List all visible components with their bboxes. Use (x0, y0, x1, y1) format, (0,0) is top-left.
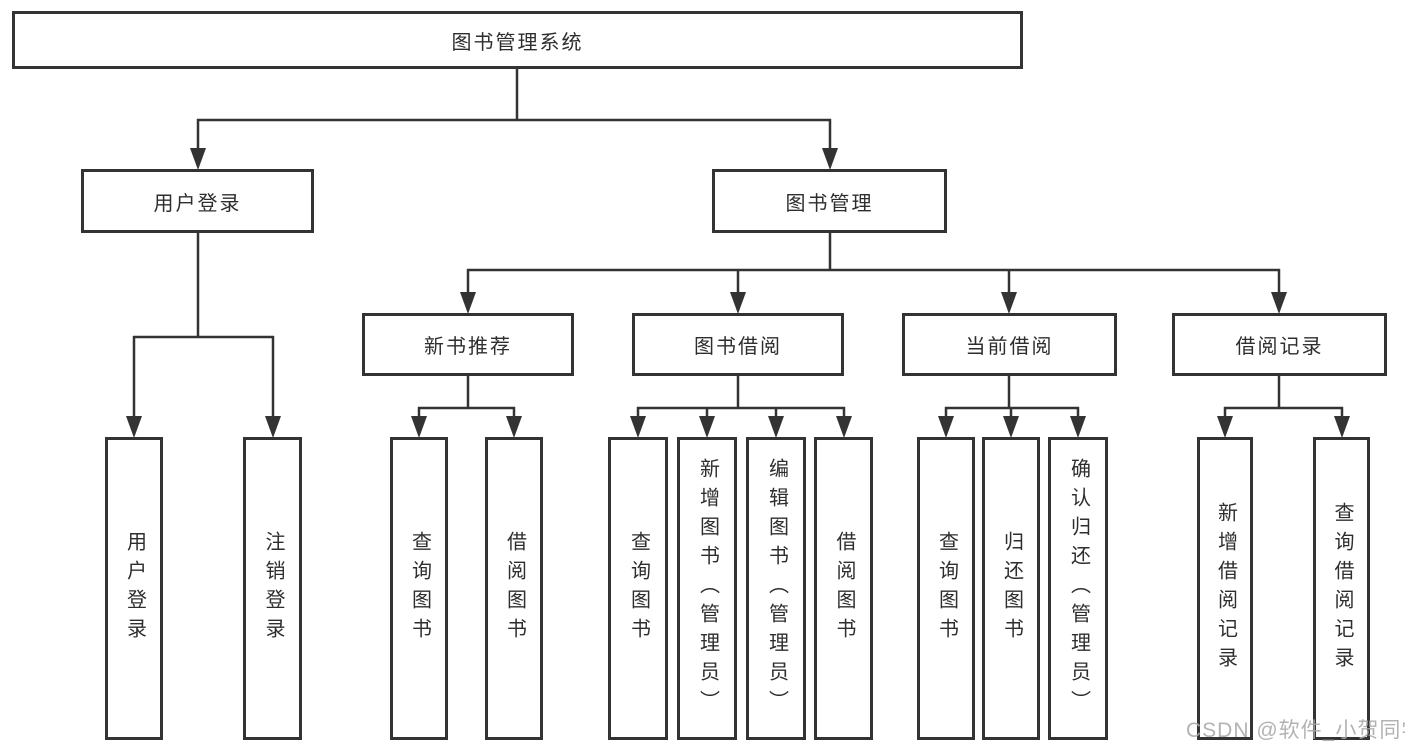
node-module-new-book-rec: 新书推荐 (362, 313, 574, 376)
node-branch-user-login-label: 用户登录 (153, 192, 242, 215)
node-leaf-borrow-query-books: 查询图书 (608, 437, 668, 740)
node-module-borrow-record: 借阅记录 (1172, 313, 1387, 376)
node-leaf-current-query-books-label: 查询图书 (935, 530, 958, 647)
node-leaf-return-books-label: 归还图书 (1000, 530, 1023, 647)
node-leaf-add-book-admin: 新增图书（管理员） (677, 437, 737, 740)
node-leaf-user-login: 用户登录 (105, 437, 163, 740)
node-root-label: 图书管理系统 (451, 31, 584, 54)
node-leaf-add-book-admin-label: 新增图书（管理员） (696, 458, 719, 719)
node-leaf-logout-label: 注销登录 (262, 530, 284, 647)
node-module-borrow-record-label: 借阅记录 (1235, 336, 1324, 358)
node-module-new-book-rec-label: 新书推荐 (424, 336, 512, 358)
node-leaf-rec-borrow-books-label: 借阅图书 (503, 530, 526, 647)
node-module-current-borrow-label: 当前借阅 (965, 336, 1054, 358)
connector-root-to-branches (190, 69, 838, 170)
node-leaf-edit-book-admin: 编辑图书（管理员） (746, 437, 806, 740)
node-leaf-logout: 注销登录 (243, 437, 302, 740)
node-leaf-add-borrow-record: 新增借阅记录 (1197, 437, 1253, 740)
node-module-book-borrow: 图书借阅 (632, 313, 844, 376)
node-leaf-current-query-books: 查询图书 (917, 437, 975, 740)
node-branch-book-mgmt-label: 图书管理 (785, 192, 874, 215)
csdn-watermark: CSDN @软件_小贺同学 (1186, 719, 1405, 742)
node-branch-book-mgmt: 图书管理 (712, 169, 947, 233)
connector-user-login-to-leaves (126, 233, 281, 438)
node-leaf-edit-book-admin-label: 编辑图书（管理员） (765, 458, 788, 719)
connector-borrow-record-to-leaves (1217, 376, 1350, 438)
node-root: 图书管理系统 (12, 11, 1023, 69)
node-leaf-add-borrow-record-label: 新增借阅记录 (1214, 501, 1237, 676)
node-leaf-query-borrow-record: 查询借阅记录 (1313, 437, 1370, 740)
node-leaf-confirm-return-admin-label: 确认归还（管理员） (1067, 458, 1090, 719)
connector-book-borrow-to-leaves (630, 376, 852, 438)
node-leaf-rec-query-books-label: 查询图书 (408, 530, 431, 647)
node-leaf-borrow-books: 借阅图书 (814, 437, 873, 740)
node-leaf-rec-borrow-books: 借阅图书 (485, 437, 543, 740)
node-leaf-return-books: 归还图书 (982, 437, 1040, 740)
node-module-book-borrow-label: 图书借阅 (694, 336, 782, 358)
node-leaf-query-borrow-record-label: 查询借阅记录 (1331, 501, 1353, 676)
node-leaf-confirm-return-admin: 确认归还（管理员） (1048, 437, 1108, 740)
node-leaf-user-login-label: 用户登录 (123, 530, 146, 647)
connector-book-mgmt-to-modules (460, 233, 1287, 314)
node-leaf-borrow-query-books-label: 查询图书 (627, 530, 650, 647)
node-branch-user-login: 用户登录 (81, 169, 314, 233)
connector-new-book-to-leaves (411, 376, 522, 438)
connector-current-borrow-to-leaves (938, 376, 1086, 438)
node-leaf-borrow-books-label: 借阅图书 (833, 530, 855, 647)
node-leaf-rec-query-books: 查询图书 (390, 437, 448, 740)
node-module-current-borrow: 当前借阅 (902, 313, 1117, 376)
